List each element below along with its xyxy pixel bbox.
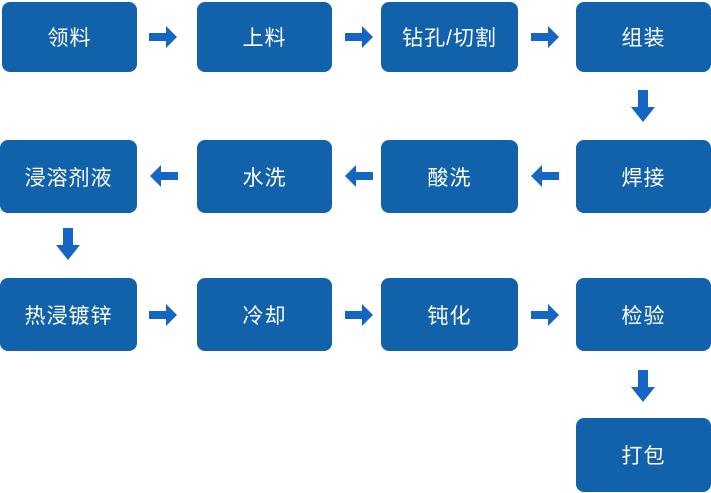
arrow-right-icon [345, 26, 373, 48]
arrow-right-icon [531, 304, 559, 326]
arrow-left-icon [150, 165, 178, 187]
step-box-hot-dip-galvanize: 热浸镀锌 [0, 278, 137, 351]
arrow-left-icon [345, 165, 373, 187]
step-box-water-rinse: 水洗 [197, 140, 332, 213]
step-box-acid-wash: 酸洗 [381, 140, 518, 213]
step-box-cool: 冷却 [197, 278, 332, 351]
arrow-right-icon [149, 26, 177, 48]
step-box-drill-cut: 钻孔/切割 [381, 2, 518, 72]
arrow-left-icon [531, 165, 559, 187]
arrow-down-icon [631, 90, 655, 122]
arrow-right-icon [531, 26, 559, 48]
step-box-weld: 焊接 [576, 140, 711, 213]
arrow-right-icon [149, 304, 177, 326]
step-box-receive-material: 领料 [2, 2, 137, 72]
step-box-load-material: 上料 [197, 2, 332, 72]
arrow-down-icon [56, 228, 80, 260]
step-box-assemble: 组装 [576, 2, 711, 72]
step-box-inspect: 检验 [576, 278, 711, 351]
step-box-flux-dip: 浸溶剂液 [0, 140, 137, 213]
step-box-pack: 打包 [576, 418, 711, 492]
arrow-down-icon [631, 370, 655, 402]
step-box-passivate: 钝化 [381, 278, 518, 351]
arrow-right-icon [345, 304, 373, 326]
